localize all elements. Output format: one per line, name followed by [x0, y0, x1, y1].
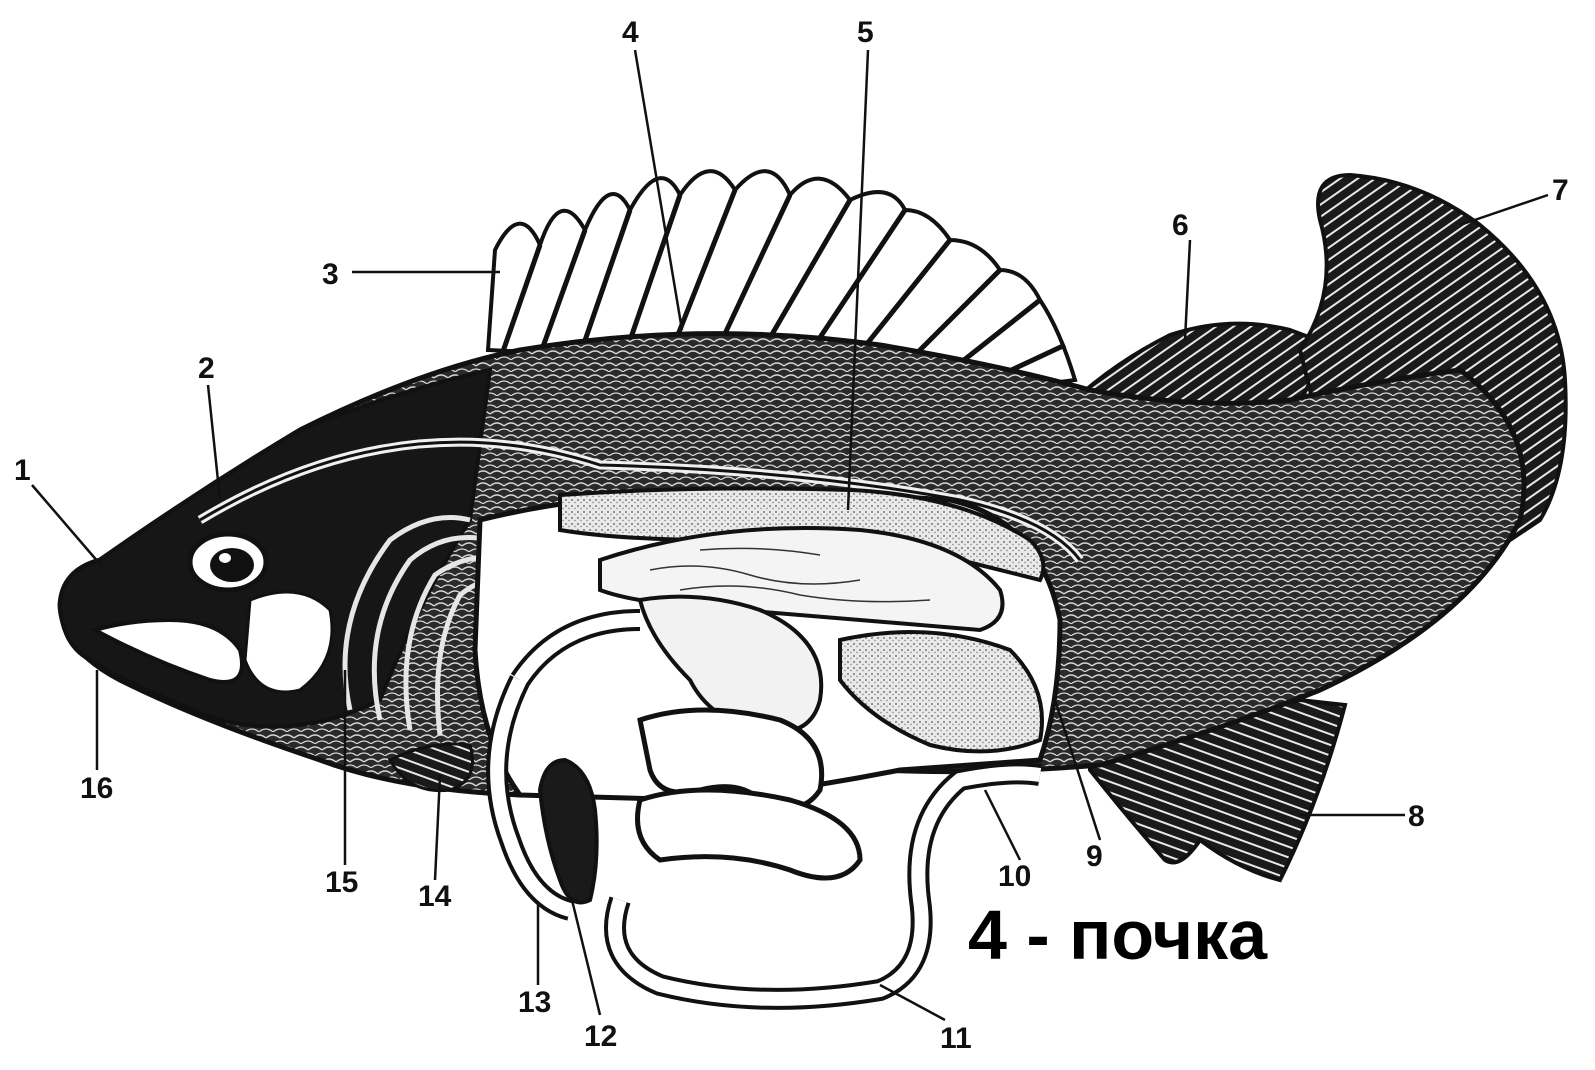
- label-14: 14: [418, 880, 452, 913]
- callout-line-1: [32, 485, 105, 570]
- label-1: 1: [14, 454, 31, 487]
- label-16: 16: [80, 772, 113, 805]
- label-9: 9: [1086, 840, 1103, 873]
- label-10: 10: [998, 860, 1031, 893]
- eye: [190, 534, 266, 590]
- callout-line-10: [985, 790, 1020, 860]
- label-12: 12: [584, 1020, 617, 1053]
- callout-line-6: [1185, 240, 1190, 340]
- label-5: 5: [857, 16, 874, 49]
- label-3: 3: [322, 258, 339, 291]
- label-4: 4: [622, 16, 639, 49]
- label-8: 8: [1408, 800, 1425, 833]
- heart: [540, 760, 597, 903]
- label-7: 7: [1552, 174, 1569, 207]
- callout-line-11: [880, 985, 945, 1020]
- label-15: 15: [325, 866, 358, 899]
- label-2: 2: [198, 352, 215, 385]
- callout-line-12: [572, 900, 600, 1015]
- label-11: 11: [940, 1022, 972, 1055]
- answer-caption: 4 - почка: [968, 895, 1267, 975]
- label-13: 13: [518, 986, 551, 1019]
- label-6: 6: [1172, 209, 1189, 242]
- callout-line-7: [1460, 195, 1548, 225]
